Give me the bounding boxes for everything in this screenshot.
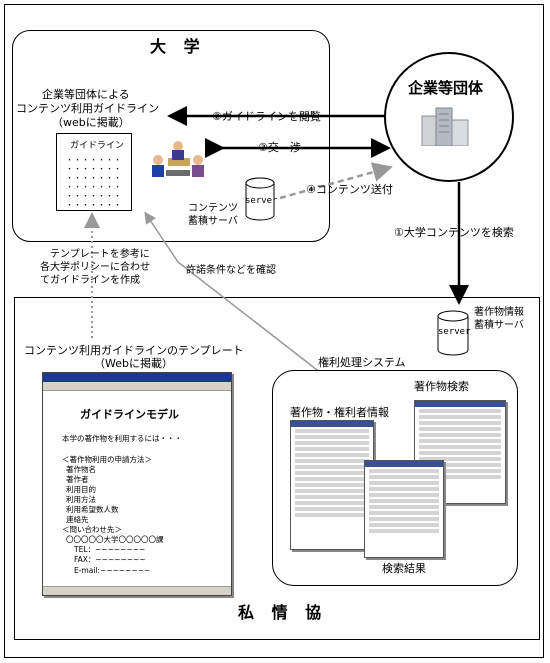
template-line: 〇〇〇〇〇大学〇〇〇〇〇課 bbox=[66, 535, 164, 544]
template-heading: ガイドラインモデル bbox=[80, 408, 179, 421]
send-label: ④コンテンツ送付 bbox=[306, 183, 393, 196]
template-line: ＜著作物利用の申請方法＞ bbox=[62, 455, 152, 464]
template-note-line1: テンプレートを参考に bbox=[50, 249, 150, 260]
negotiate-label: ③交 渉 bbox=[258, 141, 301, 154]
result-window bbox=[364, 460, 444, 558]
copyright-server-label: server bbox=[438, 327, 471, 337]
template-note-line3: てガイドラインを作成 bbox=[40, 275, 140, 286]
guideline-caption-line2: コンテンツ利用ガイドライン bbox=[16, 102, 159, 115]
system-label: 権利処理システム bbox=[318, 356, 406, 369]
negotiation-people-icon bbox=[152, 141, 204, 177]
result-function-label: 検索結果 bbox=[382, 562, 426, 575]
copyright-server-caption2: 蓄積サーバ bbox=[474, 320, 524, 331]
info-function-label: 著作物・権利者情報 bbox=[290, 406, 389, 419]
template-line: E-mail:~~~~~~~~ bbox=[74, 566, 151, 575]
search-label: ①大学コンテンツを検索 bbox=[394, 226, 514, 239]
university-title: 大 学 bbox=[150, 37, 206, 56]
guideline-caption-line1: 企業等団体による bbox=[42, 88, 130, 101]
template-line: TEL：~~~~~~~~ bbox=[74, 545, 146, 554]
browse-label: ②ガイドラインを閲覧 bbox=[212, 110, 321, 123]
copyright-server-caption1: 著作物情報 bbox=[474, 307, 524, 318]
guideline-doc-title: ガイドライン bbox=[70, 141, 125, 151]
template-caption-line1: コンテンツ利用ガイドラインのテンプレート bbox=[24, 344, 244, 357]
confirm-label: 許諾条件などを確認 bbox=[186, 265, 276, 276]
template-line: FAX：~~~~~~~~ bbox=[74, 555, 146, 564]
shijo-box bbox=[14, 297, 540, 640]
template-line: 著作者 bbox=[66, 475, 89, 484]
template-line: ＜問い合わせ先＞ bbox=[62, 525, 122, 534]
shijo-title: 私 情 協 bbox=[238, 603, 328, 622]
template-menubar bbox=[43, 382, 231, 391]
guideline-doc-lines: ・・・・・・・ ・・・・・・・ ・・・・・・・ ・・・・・・・ ・・・・・・・ … bbox=[66, 156, 122, 209]
template-line: 利用目的 bbox=[66, 485, 96, 494]
template-intro: 本学の著作物を利用するには・・・ bbox=[62, 434, 182, 443]
guideline-document bbox=[56, 133, 132, 211]
template-line: 利用方法 bbox=[66, 495, 96, 504]
template-window bbox=[42, 372, 232, 596]
template-line: 著作物名 bbox=[66, 465, 96, 474]
guideline-caption-line3: （webに掲載） bbox=[52, 116, 130, 129]
template-statusbar bbox=[43, 586, 231, 595]
template-note-line2: 各大学ポリシーに合わせ bbox=[40, 262, 150, 273]
content-server-caption1: コンテンツ bbox=[188, 203, 238, 214]
copyright-server-icon bbox=[437, 310, 469, 356]
search-function-label: 著作物検索 bbox=[414, 380, 469, 393]
template-titlebar bbox=[43, 373, 231, 382]
content-server-label: server bbox=[245, 196, 278, 206]
confirm-arrow bbox=[144, 211, 331, 381]
template-line: 利用希望数人数 bbox=[66, 505, 119, 514]
search-window bbox=[414, 400, 506, 504]
outer-frame bbox=[4, 4, 544, 658]
content-server-caption2: 蓄積サーバ bbox=[188, 216, 238, 227]
info-window bbox=[290, 420, 374, 550]
content-server-icon bbox=[245, 177, 275, 221]
university-box bbox=[12, 30, 330, 242]
send-arrow bbox=[279, 162, 393, 200]
company-title: 企業等団体 bbox=[408, 79, 484, 97]
buildings-icon bbox=[421, 107, 469, 146]
template-caption-line2: （Webに掲載） bbox=[94, 357, 173, 370]
template-line: 連絡先 bbox=[66, 515, 89, 524]
